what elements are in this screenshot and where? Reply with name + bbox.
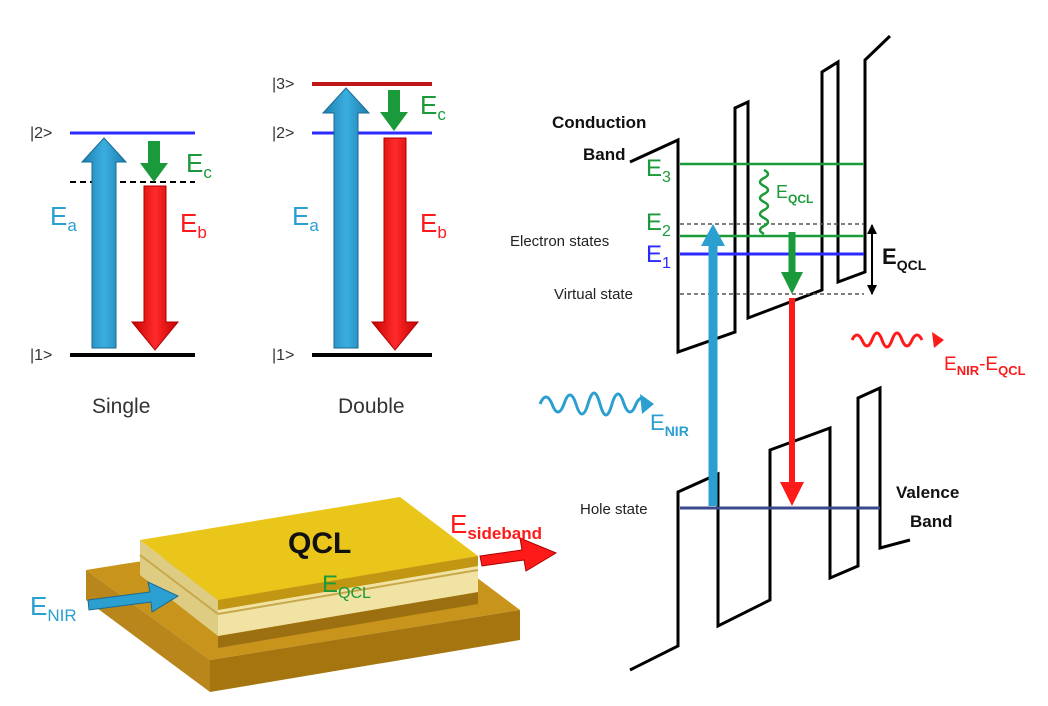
valence-band-label-2: Band	[910, 512, 953, 531]
hole-state-label: Hole state	[580, 501, 648, 518]
sideband-wave	[850, 331, 924, 349]
band-nir-arrow-head	[701, 224, 725, 246]
device-eqcl-label: EQCL	[322, 571, 371, 602]
substrate-front	[210, 610, 520, 692]
qcl-device: QCL EQCL ENIR Esideband	[30, 497, 558, 692]
single-level-2-label: |2>	[30, 125, 52, 142]
eqcl-bracket-top-arrowhead	[867, 224, 877, 234]
active-layer-side	[140, 540, 218, 636]
valence-band-label-1: Valence	[896, 483, 959, 502]
band-enir-label: ENIR	[650, 410, 689, 439]
e2-label: E2	[646, 209, 671, 240]
double-ea-label: Ea	[292, 201, 319, 235]
band-diagram: Conduction Band Valence Band Electron st…	[510, 34, 1026, 672]
device-enir-label: ENIR	[30, 591, 77, 625]
conduction-band-label-1: Conduction	[552, 113, 646, 132]
double-level-3-label: |3>	[272, 76, 294, 93]
single-level-1-label: |1>	[30, 347, 52, 364]
band-emission-arrow-head	[780, 482, 804, 506]
e1-label: E1	[646, 241, 671, 272]
band-qcl-arrow-head	[781, 272, 803, 294]
double-level-2-label: |2>	[272, 125, 294, 142]
qcl-slab-front	[218, 556, 478, 610]
double-eb-arrow	[370, 137, 420, 351]
single-ec-label: Ec	[186, 148, 212, 182]
nir-wave	[538, 391, 650, 417]
eqcl-bracket-label: EQCL	[882, 244, 927, 273]
single-ec-arrow	[140, 141, 168, 182]
e3-label: E3	[646, 155, 671, 186]
eqcl-squiggle	[758, 168, 770, 236]
conduction-band-label-2: Band	[583, 145, 626, 164]
enir-input-arrow	[87, 581, 180, 613]
sideband-wave-arrowhead	[932, 332, 944, 348]
single-ea-arrow	[80, 137, 128, 349]
single-ea-label: Ea	[50, 201, 77, 235]
sideband-output-arrow	[479, 537, 558, 572]
active-layer-stripe-side	[139, 554, 219, 615]
electron-states-label: Electron states	[510, 233, 609, 250]
double-ec-label: Ec	[420, 90, 446, 124]
single-eb-arrow	[130, 185, 180, 351]
enir-minus-eqcl-label: ENIR-EQCL	[944, 354, 1026, 378]
nir-wave-arrowhead	[640, 394, 654, 414]
single-eb-label: Eb	[180, 208, 207, 242]
conduction-band-profile	[629, 34, 892, 355]
lower-slab-front	[218, 592, 478, 648]
double-panel: |3> |2> |1> Ea Eb Ec Double	[272, 76, 447, 418]
qcl-label: QCL	[288, 527, 351, 560]
eqcl-wave-label: EQCL	[776, 182, 813, 206]
single-panel: |2> |1> Ea Eb Ec Single	[30, 125, 212, 418]
valence-band-profile	[629, 385, 911, 672]
qcl-slab-top	[140, 497, 478, 600]
double-level-1-label: |1>	[272, 347, 294, 364]
virtual-state-label: Virtual state	[554, 286, 633, 303]
double-eb-label: Eb	[420, 208, 447, 242]
active-layer-stripe	[217, 569, 479, 615]
device-esideband-label: Esideband	[450, 509, 542, 543]
single-caption: Single	[92, 395, 150, 418]
double-ea-arrow	[321, 87, 371, 349]
eqcl-bracket-bottom-arrowhead	[867, 285, 877, 295]
double-caption: Double	[338, 395, 405, 418]
double-ec-arrow	[380, 90, 408, 131]
